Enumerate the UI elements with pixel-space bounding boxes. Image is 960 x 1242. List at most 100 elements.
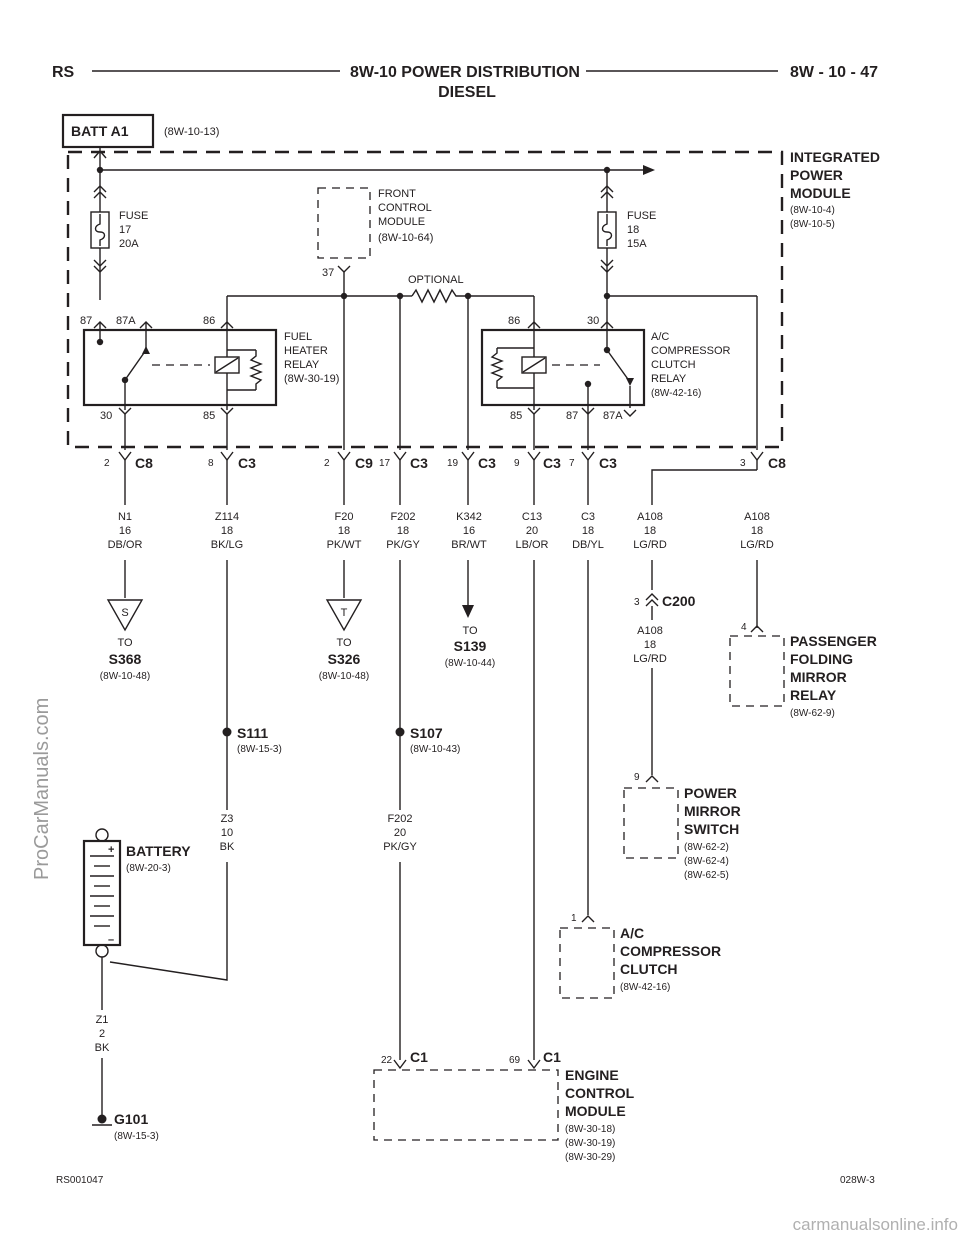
watermark-side: ProCarManuals.com: [31, 698, 53, 880]
splice-ref-s326: T TO S326 (8W-10-48): [319, 599, 369, 682]
svg-text:(8W-15-3): (8W-15-3): [237, 744, 282, 755]
ipm-ref-1: (8W-10-4): [790, 205, 835, 216]
svg-text:COMPRESSOR: COMPRESSOR: [620, 943, 721, 959]
connector-c3-19: 19 C3: [447, 451, 496, 471]
svg-text:MIRROR: MIRROR: [790, 669, 847, 685]
header-left: RS: [52, 64, 75, 81]
svg-text:MIRROR: MIRROR: [684, 803, 741, 819]
s139-arrow: [462, 605, 474, 618]
connector-c3-9: 9 C3: [514, 451, 561, 471]
acr-pin-87a: 87A: [603, 410, 623, 422]
svg-text:2: 2: [99, 1028, 105, 1040]
fhr-pin-85: 85: [203, 410, 215, 422]
battery-pos-post: [95, 828, 109, 842]
wire-f202-code: F202: [390, 511, 415, 523]
svg-text:BK/LG: BK/LG: [211, 539, 243, 551]
svg-text:POWER: POWER: [684, 785, 737, 801]
acr-label-3: CLUTCH: [651, 359, 696, 371]
page-header: RS 8W-10 POWER DISTRIBUTION 8W - 10 - 47…: [52, 64, 878, 101]
fhr-pin-87: 87: [80, 315, 92, 327]
connector-c9-2: 2 C9: [324, 451, 373, 471]
svg-text:TO: TO: [462, 625, 478, 637]
ac-compressor-clutch: 1 A/C COMPRESSOR CLUTCH (8W-42-16): [559, 913, 721, 999]
front-control-module: FRONT CONTROL MODULE (8W-10-64) 37: [317, 187, 433, 450]
passenger-folding-mirror-relay: 4 PASSENGER FOLDING MIRROR RELAY (8W-62-…: [729, 622, 877, 719]
svg-text:S111: S111: [237, 725, 268, 741]
s368-name: S368: [109, 651, 142, 667]
connector-c8-3: 3 C8: [740, 451, 786, 471]
battery-plus: +: [108, 844, 114, 856]
svg-text:(8W-62-9): (8W-62-9): [790, 708, 835, 719]
watermark-bottom: carmanualsonline.info: [793, 1215, 958, 1234]
fhr-box: [82, 328, 278, 407]
relay-control-bus: OPTIONAL: [226, 274, 758, 450]
wire-f202-code-2: F202: [387, 813, 412, 825]
svg-text:16: 16: [119, 525, 131, 537]
splice-s111: S111 (8W-15-3): [109, 725, 282, 981]
svg-text:18: 18: [221, 525, 233, 537]
wire-a108-code-3: A108: [637, 625, 663, 637]
svg-text:CLUTCH: CLUTCH: [620, 961, 678, 977]
svg-text:DB/OR: DB/OR: [108, 539, 143, 551]
fuse-18-amp: 15A: [627, 238, 647, 250]
svg-text:2: 2: [104, 458, 110, 469]
svg-text:FOLDING: FOLDING: [790, 651, 853, 667]
fhr-pin-86: 86: [203, 315, 215, 327]
s326-name: S326: [328, 651, 361, 667]
svg-text:RELAY: RELAY: [790, 687, 837, 703]
s139-name: S139: [454, 638, 487, 654]
batt-a1-box: [61, 113, 155, 149]
fuse-17-num: 17: [119, 224, 131, 236]
svg-text:S107: S107: [410, 725, 443, 741]
battery-neg-post: [95, 944, 109, 958]
fuse-18: FUSE 18 15A: [597, 170, 656, 320]
page-footer: RS001047 028W-3: [56, 1175, 875, 1186]
fcm-terminal: [337, 265, 351, 273]
svg-text:18: 18: [644, 525, 656, 537]
z3-wire: [109, 862, 228, 981]
node-fcm: [340, 292, 348, 300]
s326-triangle: [325, 599, 363, 632]
svg-text:LG/RD: LG/RD: [633, 539, 667, 551]
header-page: 8W - 10 - 47: [790, 64, 878, 81]
svg-text:LB/OR: LB/OR: [515, 539, 548, 551]
header-subtitle: DIESEL: [438, 84, 496, 101]
battery-label: BATTERY: [126, 843, 191, 859]
svg-text:1: 1: [571, 913, 577, 924]
fhr-ref: (8W-30-19): [284, 373, 339, 385]
svg-text:22: 22: [381, 1055, 393, 1066]
svg-text:C3: C3: [410, 455, 428, 471]
svg-text:20: 20: [526, 525, 538, 537]
optional-label: OPTIONAL: [408, 274, 464, 286]
batt-feed-term: [93, 149, 107, 159]
svg-text:C1: C1: [410, 1049, 428, 1065]
svg-text:(8W-42-16): (8W-42-16): [620, 982, 670, 993]
svg-text:A/C: A/C: [620, 925, 644, 941]
svg-text:(8W-15-3): (8W-15-3): [114, 1131, 159, 1142]
svg-text:C3: C3: [543, 455, 561, 471]
batt-a1: BATT A1 (8W-10-13): [61, 113, 219, 149]
battery-minus: –: [108, 934, 114, 946]
wire-a108-code-2: A108: [744, 511, 770, 523]
splice-s107: S107 (8W-10-43): [395, 725, 460, 1060]
fcm-label-2: CONTROL: [378, 202, 432, 214]
svg-text:BK: BK: [95, 1042, 110, 1054]
connector-c3-17: 17 C3: [379, 451, 428, 471]
svg-text:18: 18: [397, 525, 409, 537]
fuse-17-element: [94, 214, 106, 246]
a108-branch-wire: [651, 469, 757, 505]
ipm-connectors: 2 C8 8 C3 2 C9 17 C3 19 C3 9 C3: [104, 451, 786, 505]
svg-text:19: 19: [447, 458, 459, 469]
footer-figure: 028W-3: [840, 1175, 875, 1186]
svg-text:C8: C8: [768, 455, 786, 471]
svg-text:18: 18: [582, 525, 594, 537]
svg-text:9: 9: [514, 458, 520, 469]
svg-text:(8W-10-44): (8W-10-44): [445, 658, 495, 669]
wire-c13-code: C13: [522, 511, 542, 523]
fhr-pin-30: 30: [100, 410, 112, 422]
svg-text:DB/YL: DB/YL: [572, 539, 604, 551]
s368-triangle: [106, 599, 144, 632]
splice-ref-s368: S TO S368 (8W-10-48): [100, 599, 150, 682]
wire-c3-code: C3: [581, 511, 595, 523]
svg-text:(8W-30-19): (8W-30-19): [565, 1138, 615, 1149]
